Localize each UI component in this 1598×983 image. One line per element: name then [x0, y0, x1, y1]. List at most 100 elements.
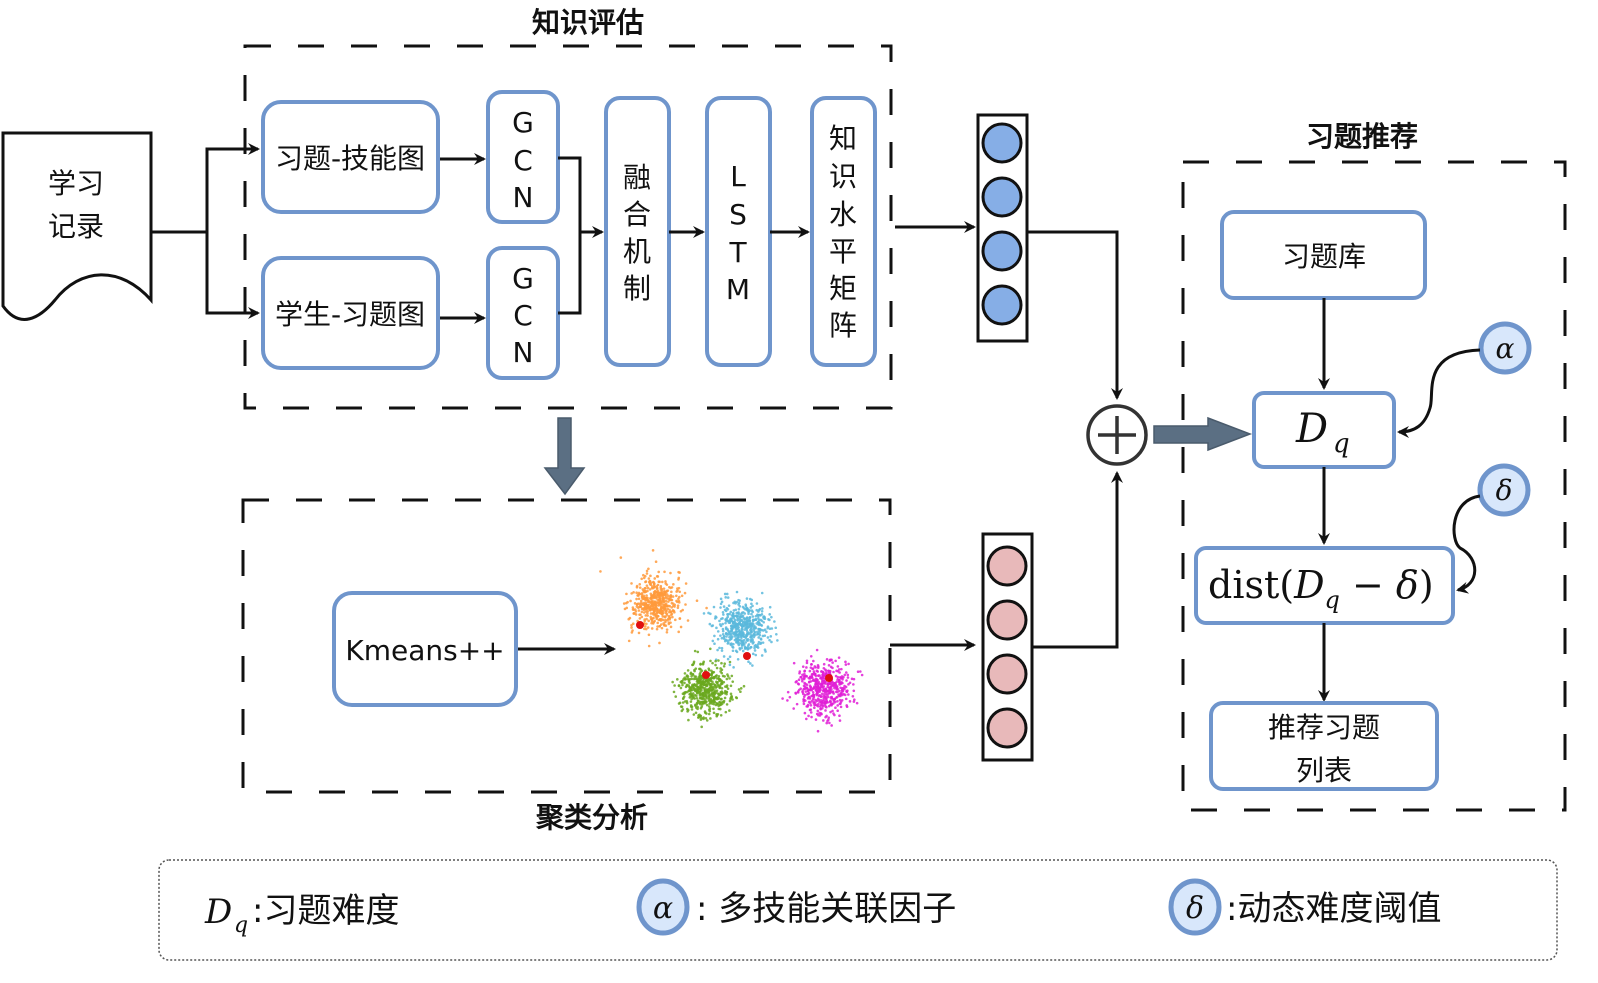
lstm-node[interactable]: L S T M: [705, 96, 772, 367]
fusion-mechanism-node[interactable]: 融 合 机 制: [604, 96, 671, 367]
difficulty-dq-node[interactable]: D q: [1252, 391, 1396, 469]
sum-operator: [1086, 404, 1148, 466]
distance-node[interactable]: dist(Dq − δ): [1194, 546, 1455, 625]
lstm-letter-2: T: [728, 236, 747, 269]
cluster-scatter: [599, 549, 864, 733]
gcn-node-bottom[interactable]: G C N: [486, 246, 560, 380]
input-connectors: [151, 143, 260, 319]
graph-to-gcn-arrows: [440, 153, 486, 324]
gcn-bottom-letter-0: G: [512, 262, 534, 295]
student-exercise-graph-label: 学生-习题图: [275, 298, 425, 331]
recommended-list-label-1: 推荐习题: [1268, 711, 1380, 744]
cluster-centroid: [702, 671, 710, 679]
cluster-magenta: [781, 648, 864, 733]
cluster-green: [671, 647, 746, 729]
learning-record-node[interactable]: 学习 记录: [1, 131, 153, 321]
recommended-list-node[interactable]: 推荐习题 列表: [1209, 701, 1439, 791]
cluster-vector-node: [986, 599, 1028, 641]
cluster-orange: [599, 549, 708, 648]
gcn-top-letter-0: G: [512, 106, 534, 139]
fusion-char-0: 融: [623, 161, 651, 194]
knowledge-eval-frame: [243, 44, 893, 410]
knowledge-vector-to-sum-arrow: [1027, 230, 1123, 400]
cluster-vector-node: [986, 545, 1028, 587]
learning-record-label-1: 学习: [48, 167, 104, 200]
matrix-char-3: 平: [829, 235, 857, 268]
dist-prefix: dist(: [1208, 563, 1294, 607]
alpha-symbol: α: [1496, 332, 1515, 365]
delta-param[interactable]: δ: [1477, 463, 1531, 517]
delta-symbol: δ: [1496, 474, 1513, 507]
dq-symbol: D: [1295, 406, 1328, 452]
gcn-to-fusion-connector: [558, 156, 604, 315]
lstm-letter-3: M: [726, 273, 750, 306]
matrix-char-4: 矩: [829, 272, 857, 305]
alpha-param[interactable]: α: [1478, 321, 1532, 375]
legend-dq-symbol: D: [204, 892, 232, 932]
knowledge-vector-node: [981, 230, 1023, 272]
alpha-to-dq-arrow: [1397, 348, 1481, 438]
fat-down-arrow: [543, 417, 586, 496]
gcn-top-letter-2: N: [513, 181, 534, 214]
knowledge-vector-node: [981, 122, 1023, 164]
cluster-centroid: [636, 621, 644, 629]
legend-dq-desc: :习题难度: [252, 891, 399, 931]
dist-sub: q: [1325, 586, 1340, 614]
legend-delta-symbol: δ: [1186, 891, 1204, 926]
exercise-bank-label: 习题库: [1282, 240, 1366, 273]
dist-D: D: [1293, 563, 1324, 607]
exercise-bank-node[interactable]: 习题库: [1220, 210, 1427, 300]
legend-item-delta: δ :动态难度阈值: [1168, 878, 1441, 936]
gcn-bottom-letter-1: C: [513, 299, 533, 332]
kmeans-node[interactable]: Kmeans++: [332, 591, 518, 707]
knowledge-vector-node: [981, 176, 1023, 218]
matrix-char-0: 知: [829, 122, 857, 155]
knowledge-vector: [976, 113, 1029, 343]
cluster-centroid: [825, 674, 833, 682]
recommended-list-label-2: 列表: [1296, 754, 1352, 787]
lstm-letter-1: S: [729, 198, 747, 231]
gcn-bottom-letter-2: N: [513, 336, 534, 369]
dist-delta: δ: [1396, 563, 1419, 607]
cluster-vector: [981, 532, 1034, 762]
matrix-char-2: 水: [829, 198, 857, 231]
exercise-skill-graph-label: 习题-技能图: [275, 142, 425, 175]
dist-formula: dist(Dq − δ): [1208, 563, 1434, 614]
knowledge-vector-node: [981, 284, 1023, 326]
fusion-char-3: 制: [623, 272, 651, 305]
dist-minus: −: [1340, 563, 1396, 607]
dq-subscript: q: [1333, 429, 1350, 459]
delta-to-dist-arrow: [1452, 494, 1481, 594]
recommendation-frame: [1181, 160, 1567, 812]
cluster-analysis-title: 聚类分析: [535, 801, 648, 834]
legend-alpha-desc: : 多技能关联因子: [696, 889, 956, 929]
learning-record-label-2: 记录: [48, 210, 104, 243]
fat-right-arrow: [1153, 416, 1253, 452]
matrix-char-1: 识: [829, 160, 857, 193]
gcn-node-top[interactable]: G C N: [486, 90, 560, 224]
matrix-char-5: 阵: [829, 309, 857, 342]
cluster-vector-to-sum-arrow: [1032, 471, 1123, 649]
legend-item-dq: D q :习题难度: [204, 891, 399, 938]
knowledge-eval-title: 知识评估: [532, 6, 644, 39]
cluster-analysis-frame: [241, 498, 892, 794]
lstm-letter-0: L: [730, 160, 746, 193]
dist-close: ): [1419, 563, 1434, 607]
legend-delta-desc: :动态难度阈值: [1226, 889, 1441, 929]
knowledge-matrix-node[interactable]: 知 识 水 平 矩 阵: [810, 96, 877, 367]
cluster-vector-node: [986, 707, 1028, 749]
legend: D q :习题难度 α : 多技能关联因子 δ :动态难度阈值: [158, 859, 1558, 961]
cluster-vector-node: [986, 653, 1028, 695]
fusion-char-1: 合: [623, 198, 651, 231]
legend-dq-subscript: q: [234, 913, 248, 938]
kmeans-label: Kmeans++: [345, 634, 504, 667]
exercise-skill-graph-node[interactable]: 习题-技能图: [261, 100, 440, 214]
cluster-centroid: [743, 652, 751, 660]
cluster-blue: [702, 590, 779, 669]
student-exercise-graph-node[interactable]: 学生-习题图: [261, 256, 440, 370]
gcn-top-letter-1: C: [513, 144, 533, 177]
recommendation-title: 习题推荐: [1306, 120, 1418, 153]
legend-item-alpha: α : 多技能关联因子: [636, 878, 956, 936]
fusion-char-2: 机: [623, 235, 651, 268]
